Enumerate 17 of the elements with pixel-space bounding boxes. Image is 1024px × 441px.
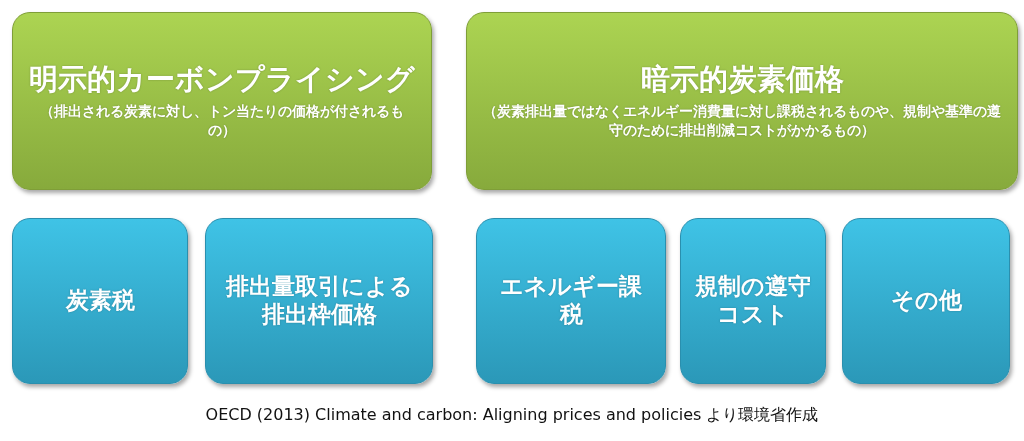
- category-box: [842, 218, 1010, 384]
- category-box: [12, 218, 188, 384]
- box-label: 炭素税: [65, 287, 135, 315]
- category-box: [680, 218, 826, 384]
- box-heading: 明示的カーボンプライシング: [29, 63, 415, 97]
- box-description: （排出される炭素に対し、トン当たりの価格が付されるもの）: [39, 102, 405, 139]
- box-label: エネルギー課税: [499, 273, 643, 329]
- category-heading-panel: [466, 12, 1018, 190]
- category-box: [205, 218, 433, 384]
- box-description: （炭素排出量ではなくエネルギー消費量に対し課税されるものや、規制や基準の遵守のために排出削減コストがかかるもの）: [482, 102, 1002, 139]
- box-label: 規制の遵守コスト: [694, 273, 812, 329]
- category-box: [476, 218, 666, 384]
- box-label: その他: [890, 287, 962, 315]
- source-caption: OECD (2013) Climate and carbon: Aligning prices and policies より環境省作成: [205, 405, 819, 426]
- box-heading: 暗示的炭素価格: [640, 63, 844, 97]
- category-heading-panel: [12, 12, 432, 190]
- box-label: 排出量取引による排出枠価格: [224, 273, 414, 329]
